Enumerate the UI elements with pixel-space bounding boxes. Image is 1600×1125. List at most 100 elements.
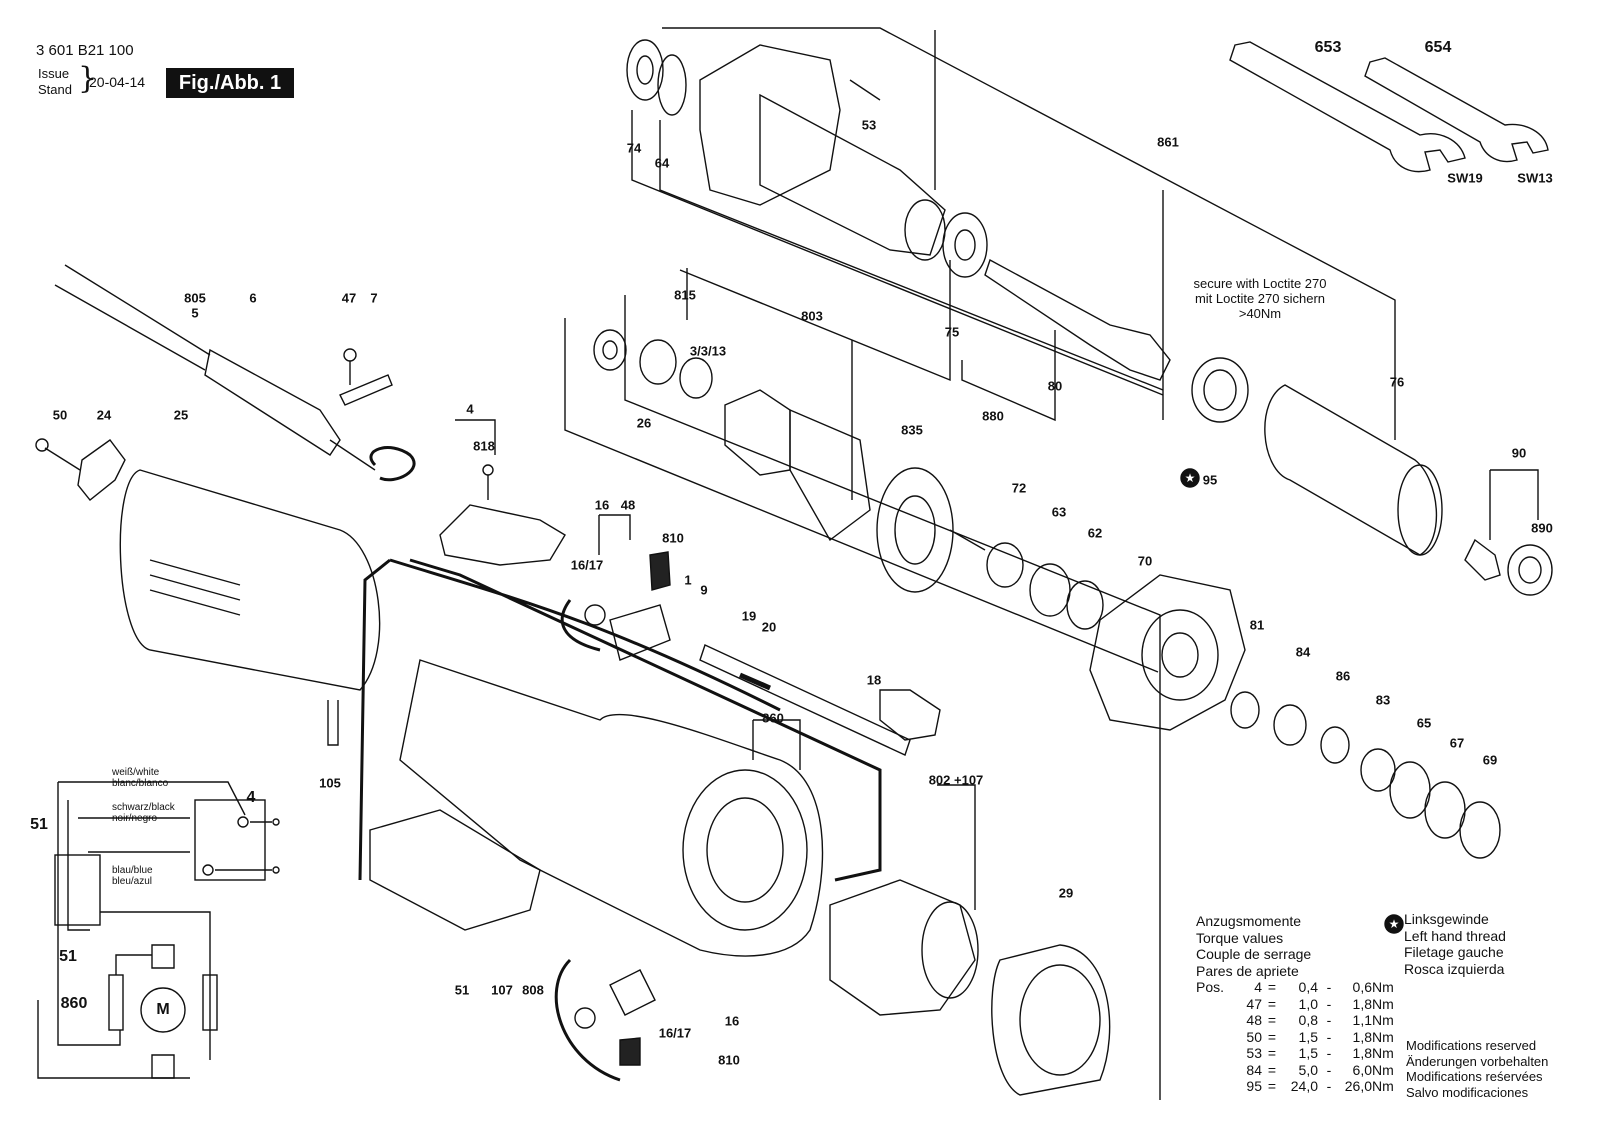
- callout-802-107: 802 +107: [928, 772, 984, 788]
- callout-schem-4: 4: [246, 789, 256, 806]
- callout-sw19: SW19: [1447, 170, 1483, 186]
- torque-max: 6,0: [1352, 1061, 1372, 1078]
- callout-84: 84: [1295, 644, 1311, 660]
- torque-dash: -: [1326, 1012, 1332, 1028]
- leader-line: [662, 27, 1396, 440]
- callout-64: 64: [654, 155, 670, 171]
- torque-unit: Nm: [1372, 1045, 1394, 1061]
- callout-18: 18: [866, 672, 882, 688]
- torque-pos: 84: [1246, 1061, 1262, 1078]
- torque-max: 1,8: [1352, 995, 1372, 1012]
- lh-line-1: Linksgewinde: [1404, 911, 1489, 927]
- callout-5: 5: [191, 305, 199, 321]
- leader-line: [624, 295, 1161, 1100]
- callout-70: 70: [1137, 553, 1153, 569]
- wire-blue-line-1: blau/blue: [112, 865, 153, 876]
- torque-eq: =: [1267, 1078, 1277, 1094]
- callout-75: 75: [944, 324, 960, 340]
- motor-housing-25: [119, 469, 381, 691]
- armature-rotor: [789, 408, 871, 542]
- wire-white-line-1: weiß/white: [112, 767, 160, 778]
- schematic-switch: [194, 799, 266, 881]
- left-hand-thread-icon: [1384, 914, 1404, 934]
- torque-eq: =: [1267, 995, 1277, 1012]
- callout-815: 815: [674, 287, 696, 303]
- leader-line: [631, 110, 1164, 396]
- torque-min: 24,0: [1290, 1078, 1318, 1094]
- callout-808: 808: [522, 982, 544, 998]
- callout-76: 76: [1389, 374, 1405, 390]
- torque-unit: Nm: [1372, 1078, 1394, 1094]
- wrench-653: [1229, 41, 1466, 173]
- loctite-note: secure with Loctite 270 mit Loctite 270 …: [1130, 276, 1390, 321]
- lh-line-2: Left hand thread: [1404, 927, 1506, 944]
- callout-4: 4: [466, 401, 474, 417]
- callout-schem-51a: 51: [30, 816, 48, 833]
- brace: }: [78, 61, 98, 96]
- leader-line: [937, 784, 976, 910]
- callout-53: 53: [861, 117, 877, 133]
- callout-schem-51b: 51: [59, 948, 77, 965]
- switch-4: [439, 504, 566, 566]
- callout-9: 9: [700, 582, 708, 598]
- schematic-wire: [58, 781, 246, 816]
- torque-min: 1,5: [1298, 1028, 1318, 1045]
- callout-16-17b: 16/17: [658, 1025, 692, 1041]
- callout-29: 29: [1058, 885, 1074, 901]
- field-winding-802: [829, 879, 976, 1016]
- callout-835: 835: [901, 422, 923, 438]
- torque-min: 0,4: [1298, 979, 1318, 995]
- callout-81: 81: [1249, 617, 1265, 633]
- torque-pos-label: [1196, 1012, 1230, 1029]
- callout-107: 107: [491, 982, 513, 998]
- mods-line-2: Änderungen vorbehalten: [1406, 1053, 1549, 1069]
- callout-51a: 51: [454, 982, 470, 998]
- callout-880: 880: [982, 408, 1004, 424]
- callout-16-17a: 16/17: [570, 557, 604, 573]
- callout-1: 1: [684, 572, 692, 588]
- callout-sw13: SW13: [1517, 170, 1553, 186]
- callout-80: 80: [1047, 378, 1063, 394]
- wire-harness: [358, 558, 882, 882]
- callout-805: 805: [184, 290, 206, 306]
- callout-26: 26: [636, 415, 652, 431]
- callout-86: 86: [1335, 668, 1351, 684]
- torque-dash: -: [1326, 1061, 1332, 1078]
- schematic-wire: [57, 782, 121, 1046]
- loctite-line-1: secure with Loctite 270: [1193, 276, 1327, 291]
- wire-blue-line-2: bleu/azul: [112, 876, 153, 887]
- stand-label: Stand: [38, 82, 72, 97]
- figure-label: Fig./Abb. 1: [166, 68, 294, 98]
- issue-stand-labels: Issue Stand: [38, 66, 72, 98]
- mods-line-3: Modifications reśervées: [1406, 1069, 1543, 1084]
- torque-max: 1,8: [1352, 1028, 1372, 1045]
- callout-19: 19: [741, 608, 757, 624]
- torque-heading-4: Pares de apriete: [1196, 962, 1299, 979]
- spindle-shaft: [984, 258, 1171, 381]
- callout-72: 72: [1011, 480, 1027, 496]
- part-number: 3 601 B21 100: [36, 42, 134, 59]
- wire-white-line-2: blanc/blanco: [112, 778, 169, 789]
- torque-pos-label: [1196, 1029, 1230, 1046]
- lh-line-4: Rosca izquierda: [1404, 960, 1505, 977]
- torque-max: 0,6: [1352, 979, 1372, 995]
- torque-pos-label: [1196, 996, 1230, 1013]
- svg-text:★: ★: [1389, 917, 1400, 931]
- torque-dash: -: [1326, 1028, 1332, 1045]
- issue-date: 20-04-14: [89, 74, 146, 90]
- motor-letter: M: [156, 1001, 170, 1018]
- wire-label-blue: blau/blue bleu/azul: [112, 865, 153, 887]
- callout-90: 90: [1511, 445, 1527, 461]
- wire-black-line-2: noir/negro: [112, 813, 158, 824]
- callout-95: 95: [1202, 472, 1218, 488]
- torque-max: 26,0: [1344, 1078, 1372, 1094]
- callout-3-3-13: 3/3/13: [689, 343, 727, 359]
- torque-max: 1,8: [1352, 1045, 1372, 1061]
- callout-20: 20: [761, 619, 777, 635]
- loctite-line-3: >40Nm: [1238, 306, 1282, 321]
